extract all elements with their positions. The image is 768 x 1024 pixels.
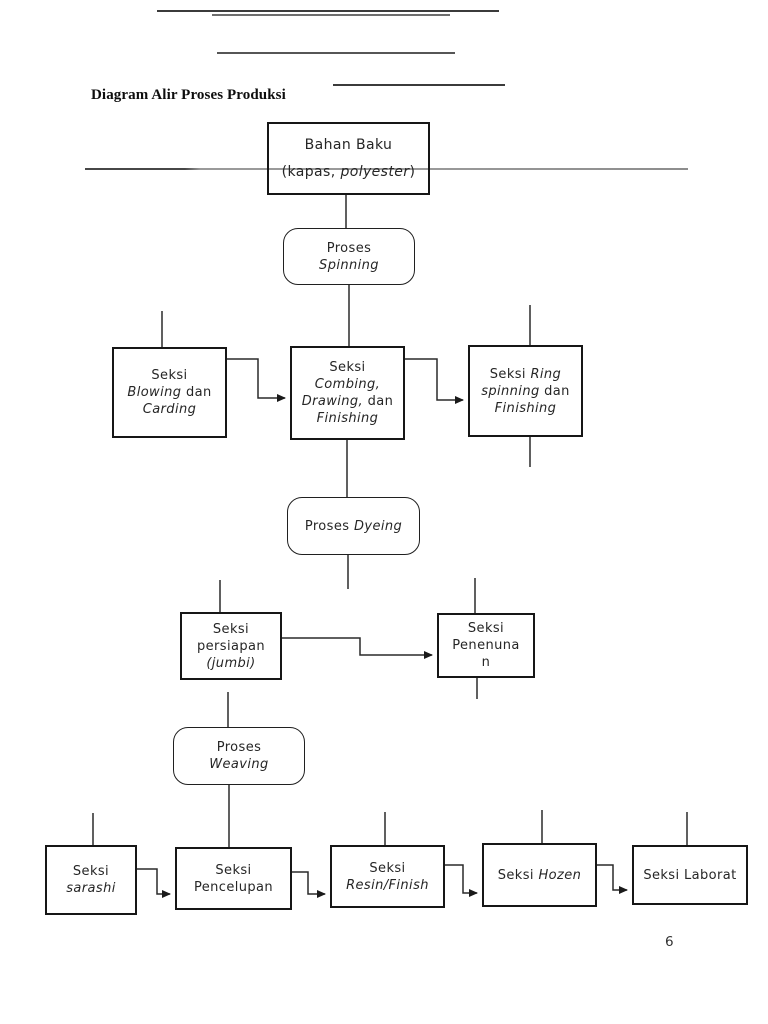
node-label-line: Seksi	[151, 368, 188, 383]
node-label-line: Spinning	[319, 257, 379, 273]
node-seksi-combing-drawing-finishing: Seksi Combing, Drawing, dan Finishing	[290, 346, 405, 440]
horizontal-divider-rule	[85, 168, 688, 170]
node-label-line: Weaving	[209, 757, 269, 772]
top-rule-4	[333, 84, 505, 86]
node-seksi-persiapan-jumbi: Seksi persiapan (jumbi)	[180, 612, 282, 680]
node-seksi-blowing-carding: Seksi Blowing dan Carding	[112, 347, 227, 438]
arrow-resinfinish-hozen	[445, 864, 478, 897]
node-seksi-sarashi: Seksi sarashi	[45, 845, 137, 915]
node-label-line: Combing,	[314, 377, 381, 392]
node-seksi-ring-spinning-finishing: Seksi Ring spinning dan Finishing	[468, 345, 583, 437]
node-bahan-baku: Bahan Baku (kapas, polyester)	[267, 122, 430, 195]
node-label-line: Seksi Ring	[489, 366, 562, 382]
arrow-blowing-combing	[227, 358, 286, 402]
node-seksi-laborat: Seksi Laborat	[632, 845, 748, 905]
node-label-line: spinning dan	[481, 383, 570, 399]
arrow-combing-ring	[405, 358, 464, 404]
node-seksi-resin-finish: Seksi Resin/Finish	[330, 845, 445, 908]
node-label-line: Seksi	[369, 860, 406, 876]
arrow-hozen-laborat	[597, 864, 628, 894]
node-label-line: (jumbi)	[206, 655, 256, 671]
node-label-line: Proses Dyeing	[304, 518, 403, 534]
node-label-line: Seksi Hozen	[497, 867, 582, 883]
node-label-line: Proses	[216, 740, 262, 755]
node-label-line: Seksi	[329, 360, 366, 375]
top-rule-3	[217, 52, 455, 54]
node-label-line: Penenuna	[452, 638, 520, 653]
node-label-line: Pencelupan	[193, 879, 274, 895]
node-seksi-hozen: Seksi Hozen	[482, 843, 597, 907]
node-label-line: Seksi Laborat	[643, 867, 737, 883]
node-label-line: n	[481, 655, 491, 670]
node-label-line: Seksi	[72, 864, 110, 879]
node-label-line: Seksi	[215, 862, 252, 878]
arrow-persiapan-penenunan	[282, 637, 433, 659]
node-label-line: sarashi	[66, 881, 116, 896]
node-label-line: Blowing dan	[127, 385, 212, 400]
node-seksi-pencelupan: Seksi Pencelupan	[175, 847, 292, 910]
node-label-line: Carding	[142, 402, 197, 417]
node-label-line: Seksi	[467, 621, 505, 636]
node-label-line: (kapas, polyester)	[281, 163, 416, 180]
node-label-line: Seksi	[212, 621, 250, 637]
node-proses-spinning: Proses Spinning	[283, 228, 415, 285]
node-label-line: Resin/Finish	[346, 877, 429, 893]
node-label-line: Finishing	[494, 400, 557, 416]
top-rule-1	[157, 10, 499, 12]
top-rule-2	[212, 14, 450, 16]
node-label-line: Finishing	[316, 411, 379, 426]
page-number: 6	[665, 934, 674, 950]
node-seksi-penenunan: Seksi Penenuna n	[437, 613, 535, 678]
node-label-line: Bahan Baku	[304, 136, 393, 153]
node-label-line: Proses	[326, 240, 372, 256]
node-proses-weaving: Proses Weaving	[173, 727, 305, 785]
arrow-sarashi-pencelupan	[137, 868, 171, 898]
arrow-pencelupan-resinfinish	[292, 871, 326, 898]
node-label-line: persiapan	[196, 638, 265, 654]
page-title: Diagram Alir Proses Produksi	[91, 87, 286, 103]
node-label-line: Drawing, dan	[301, 394, 394, 409]
node-proses-dyeing: Proses Dyeing	[287, 497, 420, 555]
